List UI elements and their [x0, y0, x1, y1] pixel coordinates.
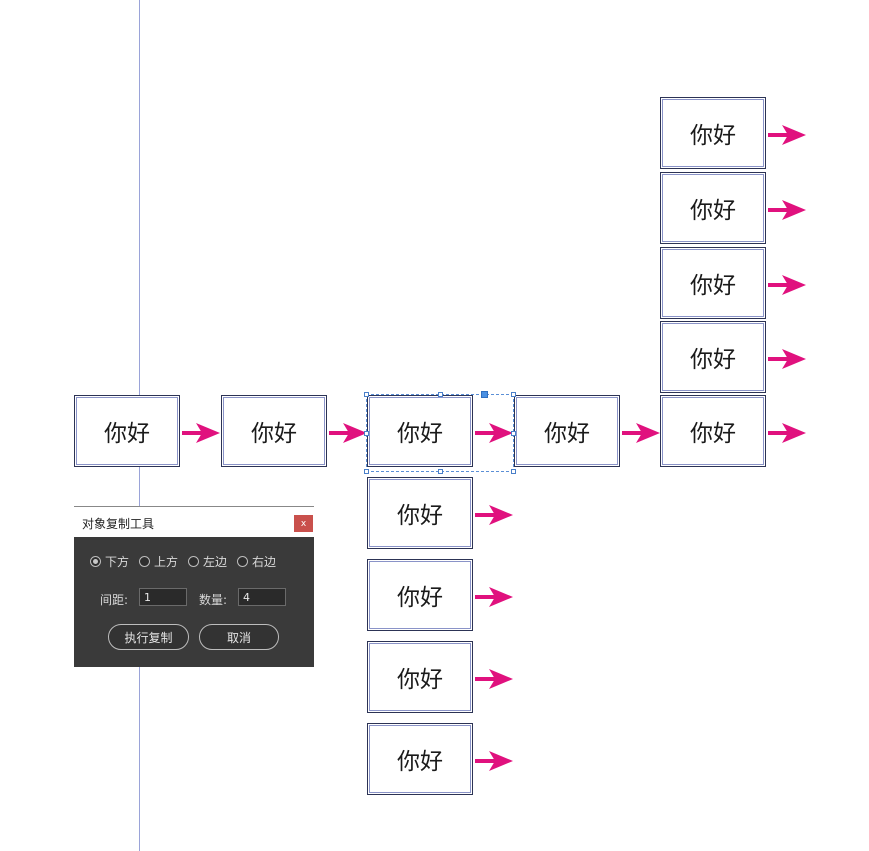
execute-copy-button[interactable]: 执行复制 — [108, 624, 189, 650]
arrow-icon[interactable] — [768, 274, 808, 296]
arrow-icon[interactable] — [768, 348, 808, 370]
text-box[interactable]: 你好 — [221, 395, 327, 467]
text-box[interactable]: 你好 — [367, 641, 473, 713]
resize-handle[interactable] — [364, 469, 369, 474]
arrow-icon[interactable] — [475, 422, 515, 444]
spacing-input[interactable] — [139, 588, 187, 606]
radio-above-indicator[interactable] — [139, 556, 151, 567]
spacing-label: 间距: — [100, 593, 129, 607]
close-icon: x — [300, 518, 307, 529]
dialog-titlebar[interactable]: 对象复制工具 x — [74, 506, 314, 537]
arrow-icon[interactable] — [475, 750, 515, 772]
resize-handle[interactable] — [511, 431, 516, 436]
radio-right[interactable]: 右边 — [237, 553, 276, 570]
arrow-icon[interactable] — [475, 668, 515, 690]
arrow-icon[interactable] — [182, 422, 222, 444]
resize-handle[interactable] — [511, 392, 516, 397]
text-box[interactable]: 你好 — [660, 172, 766, 244]
arrow-icon[interactable] — [768, 124, 808, 146]
arrow-icon[interactable] — [475, 586, 515, 608]
text-box[interactable]: 你好 — [367, 395, 473, 467]
close-button[interactable]: x — [294, 515, 313, 532]
arrow-icon[interactable] — [622, 422, 662, 444]
text-box[interactable]: 你好 — [367, 723, 473, 795]
radio-above-label: 上方 — [154, 555, 179, 569]
radio-below-indicator[interactable] — [90, 556, 101, 567]
arrow-icon[interactable] — [768, 199, 808, 221]
text-box[interactable]: 你好 — [514, 395, 620, 467]
resize-handle[interactable] — [438, 392, 443, 397]
radio-below-label: 下方 — [105, 555, 130, 569]
text-box[interactable]: 你好 — [74, 395, 180, 467]
text-box[interactable]: 你好 — [660, 247, 766, 319]
resize-handle[interactable] — [364, 392, 369, 397]
radio-left-label: 左边 — [203, 555, 228, 569]
resize-handle[interactable] — [511, 469, 516, 474]
text-box[interactable]: 你好 — [367, 477, 473, 549]
arrow-icon[interactable] — [329, 422, 369, 444]
dialog-title: 对象复制工具 — [82, 517, 155, 531]
arrow-icon[interactable] — [768, 422, 808, 444]
arrow-icon[interactable] — [475, 504, 515, 526]
count-input[interactable] — [238, 588, 286, 606]
object-copy-dialog: 对象复制工具 x 下方 上方 左边 右边 间距: 数量: 执行复制 取消 — [74, 506, 314, 667]
text-box[interactable]: 你好 — [660, 97, 766, 169]
text-box[interactable]: 你好 — [660, 395, 766, 467]
resize-handle[interactable] — [364, 431, 369, 436]
count-label: 数量: — [199, 593, 228, 607]
radio-left[interactable]: 左边 — [188, 553, 227, 570]
radio-right-indicator[interactable] — [237, 556, 249, 567]
anchor-handle[interactable] — [481, 391, 488, 398]
resize-handle[interactable] — [438, 469, 443, 474]
text-box[interactable]: 你好 — [367, 559, 473, 631]
radio-left-indicator[interactable] — [188, 556, 200, 567]
text-box[interactable]: 你好 — [660, 321, 766, 393]
direction-radio-group: 下方 上方 左边 右边 — [90, 553, 286, 570]
radio-below[interactable]: 下方 — [90, 553, 129, 570]
radio-above[interactable]: 上方 — [139, 553, 178, 570]
cancel-button[interactable]: 取消 — [199, 624, 279, 650]
radio-right-label: 右边 — [252, 555, 277, 569]
